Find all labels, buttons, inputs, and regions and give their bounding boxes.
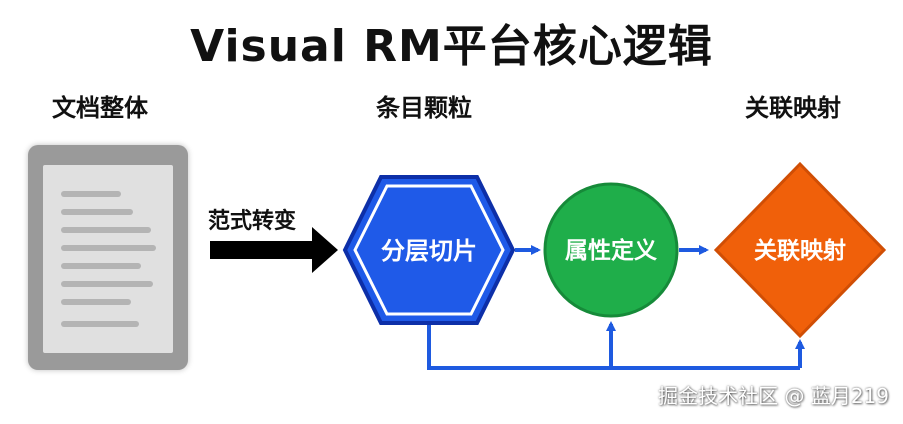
- arrow-label: 范式转变: [208, 209, 297, 234]
- document-line: [61, 227, 151, 233]
- hexagon-label: 分层切片: [381, 237, 477, 265]
- transition-arrow: [210, 227, 338, 273]
- circle-shape: [543, 182, 679, 318]
- document-page: [43, 165, 173, 353]
- column-label-relations: 关联映射: [745, 94, 841, 122]
- diagram-title: Visual RM平台核心逻辑: [190, 21, 713, 72]
- connector-bottom-loop: [427, 325, 800, 370]
- document-line: [61, 191, 121, 197]
- diamond-shape: [713, 161, 887, 339]
- document-line: [61, 209, 133, 215]
- document-line: [61, 245, 156, 251]
- watermark-text: 掘金技术社区 @ 蓝月219: [658, 384, 889, 408]
- hexagon-shape: [342, 175, 516, 325]
- document-line: [61, 281, 153, 287]
- document-line: [61, 299, 131, 305]
- column-label-document: 文档整体: [52, 94, 148, 122]
- document-line: [61, 263, 141, 269]
- column-label-entries: 条目颗粒: [376, 94, 472, 122]
- diamond-label: 关联映射: [754, 237, 846, 264]
- circle-label: 属性定义: [565, 237, 657, 264]
- hexagon-inner-border: [353, 184, 505, 316]
- document-line: [61, 321, 139, 327]
- document-icon: [28, 145, 188, 370]
